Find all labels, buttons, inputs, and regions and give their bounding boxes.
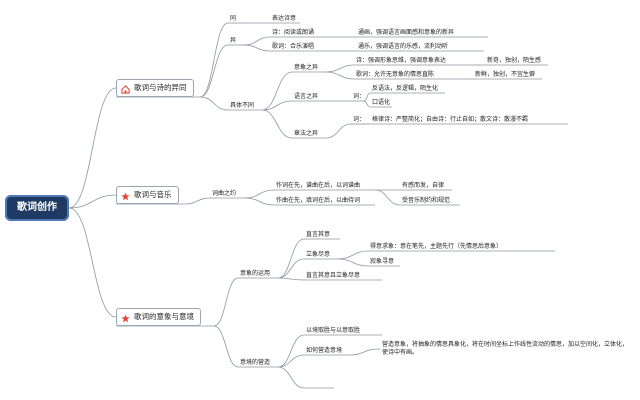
connector-line <box>68 194 117 209</box>
connector-line <box>337 258 369 267</box>
node-zyqy[interactable]: 直言其意 <box>306 231 331 238</box>
connector-line <box>277 258 305 279</box>
node-cqzy[interactable]: 词曲之约 <box>212 190 237 197</box>
connector-line <box>199 96 229 111</box>
connector-line <box>243 44 271 52</box>
connector-line <box>277 366 305 389</box>
house-icon <box>121 84 130 94</box>
connector-line <box>243 36 271 46</box>
node-yx-ge-desc[interactable]: 新鲜，独创，不宜生僻 <box>475 71 536 78</box>
node-zyqy2[interactable]: 直言其意且立象尽意 <box>306 272 361 279</box>
node-yj-1[interactable]: 以境取胜与以意取胜 <box>306 327 361 334</box>
connector-line <box>184 197 211 205</box>
node-zf[interactable]: 章法之异 <box>294 130 319 137</box>
connector-line <box>261 100 293 111</box>
connector-line <box>244 189 275 199</box>
connector-line <box>363 100 371 108</box>
connector-line <box>199 44 229 98</box>
node-yy-2[interactable]: 口语化 <box>372 99 391 106</box>
connector-line <box>213 277 239 327</box>
node-c1[interactable]: 作词在先，谱曲在后，以词谱曲 <box>276 182 361 189</box>
node-yy-ci[interactable]: 词： <box>353 93 366 100</box>
connector-line <box>277 277 305 281</box>
branch-imagery-and-realm[interactable]: 歌词的意象与意境 <box>116 308 201 326</box>
node-c1-desc[interactable]: 有感而发，自律 <box>402 182 445 189</box>
node-zf-ci[interactable]: 词： <box>353 116 366 123</box>
node-jt[interactable]: 具体不同 <box>230 102 255 109</box>
root-node[interactable]: 歌词创作 <box>5 195 69 221</box>
connector-line <box>374 189 401 206</box>
node-yx-shi[interactable]: 诗：强调形象思维，强调意象表达 <box>356 57 447 64</box>
connector-line <box>244 197 275 206</box>
connector-line <box>349 348 379 356</box>
connector-line <box>68 87 117 209</box>
node-yi-ge[interactable]: 歌词：合乐演唱 <box>272 43 315 50</box>
node-yi[interactable]: 异 <box>230 37 237 44</box>
node-yx[interactable]: 意象之异 <box>294 64 319 71</box>
node-yi-ge-desc[interactable]: 通乐，强调语言的乐感，流利动听 <box>358 43 449 50</box>
branch-lyrics-vs-poetry[interactable]: 歌词与诗的异同 <box>116 79 194 97</box>
node-yj-2-desc[interactable]: 营造意象，将抽象的情思具象化，将在时间坐标上作线性流动的情思，加以空间化，立体化… <box>382 341 629 356</box>
connector-line <box>277 334 305 368</box>
connector-line <box>277 238 305 279</box>
node-yy-1[interactable]: 反语法，反逻辑，陌生化 <box>372 85 439 92</box>
connector-line <box>68 207 117 318</box>
connector-line <box>261 109 293 139</box>
node-yy[interactable]: 语言之异 <box>294 93 319 100</box>
node-lx-2[interactable]: 寂象寻意 <box>370 258 395 265</box>
node-yx-shi-desc[interactable]: 新奇，独创，陌生感 <box>487 57 542 64</box>
branch-label: 歌词与音乐 <box>134 190 172 199</box>
connector-line <box>325 71 355 80</box>
node-c2[interactable]: 作曲在先，填词在后，以曲待词 <box>276 197 361 204</box>
connector-line <box>337 250 369 260</box>
connector-line <box>277 354 305 368</box>
node-lx-1[interactable]: 得意求象：意在笔先，主题先行（先情思后意象） <box>370 243 503 250</box>
node-yj-2[interactable]: 如何营造意境 <box>306 347 343 354</box>
connector-line <box>261 71 293 111</box>
connector-line <box>325 123 352 139</box>
node-lxjy[interactable]: 立象尽意 <box>306 251 331 258</box>
branch-label: 歌词与诗的异同 <box>134 83 187 92</box>
node-yxyy[interactable]: 意象的运用 <box>240 270 271 277</box>
node-yjyz[interactable]: 意境的营造 <box>240 359 271 366</box>
connector-line <box>199 22 229 98</box>
branch-lyrics-and-music[interactable]: 歌词与音乐 <box>116 186 179 204</box>
node-zf-1[interactable]: 格律诗：严整简化；自由诗：行止自如；散文诗：散漫不羁 <box>372 116 529 123</box>
node-yi-shi[interactable]: 诗：阅读或朗诵 <box>272 29 315 36</box>
star-icon <box>121 313 130 322</box>
node-tong[interactable]: 同 <box>230 15 237 22</box>
node-c2-desc[interactable]: 受音乐制约和规范 <box>402 197 451 204</box>
node-yi-shi-desc[interactable]: 通画，强调语言画面感和意象的新异 <box>358 29 455 36</box>
connector-line <box>213 325 239 368</box>
branch-label: 歌词的意象与意境 <box>134 312 194 321</box>
node-tong-1[interactable]: 表达诗意 <box>272 15 297 22</box>
star-icon <box>121 191 130 200</box>
connector-line <box>325 64 355 73</box>
node-yx-ge[interactable]: 歌词：允许无意象的情思直陈 <box>356 71 435 78</box>
